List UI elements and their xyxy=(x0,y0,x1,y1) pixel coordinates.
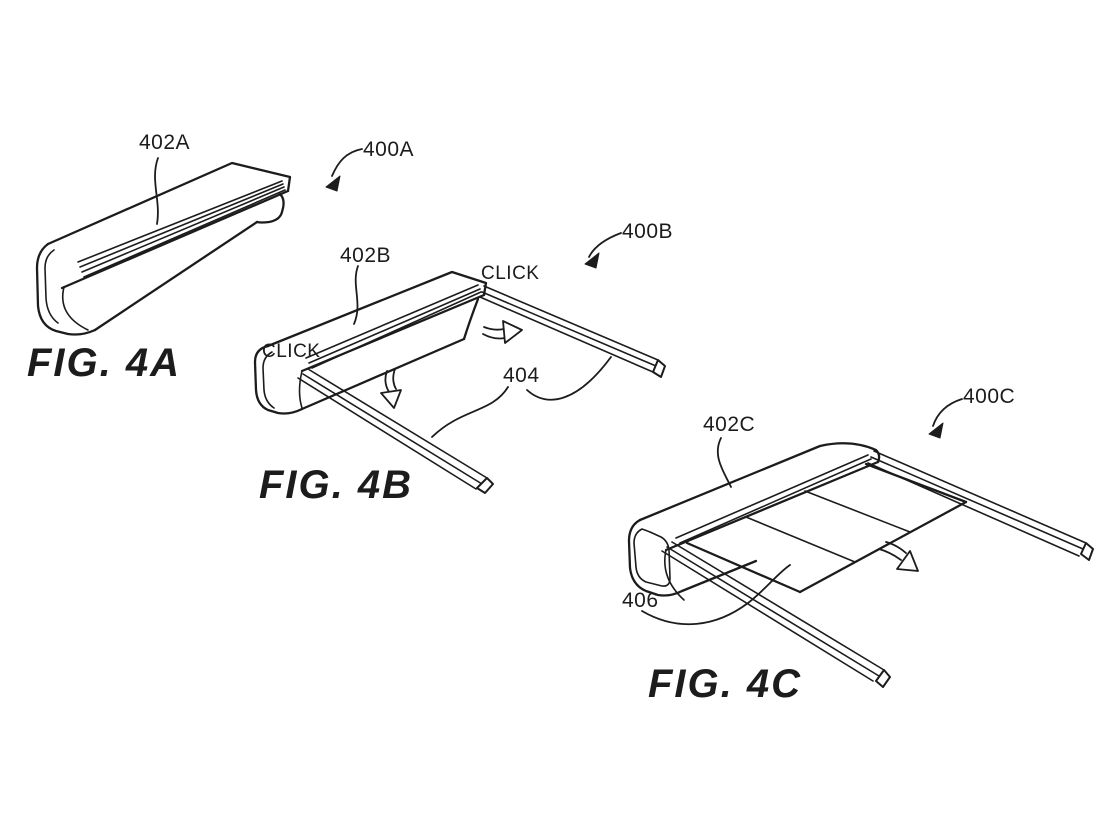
fig4c-ref-406: 406 xyxy=(622,589,659,612)
fig4c-slot-line xyxy=(679,458,872,544)
fig4c-ref-402c: 402C xyxy=(703,413,756,436)
fig4a-device-body xyxy=(35,161,292,336)
fig4b-leader-400b xyxy=(584,232,622,269)
fig4a-slot-line xyxy=(81,186,285,273)
fig4b-left-rail xyxy=(297,368,494,494)
fig4c-right-rail xyxy=(867,450,1094,561)
fig4b-arrow-down-icon xyxy=(380,368,402,409)
leader-arrowhead-icon xyxy=(325,175,341,192)
fig4c-slot-line xyxy=(675,454,869,539)
fig4b-caption: FIG. 4B xyxy=(259,463,414,507)
fig4c-leader-406 xyxy=(641,564,791,626)
fig4c-display-sheet xyxy=(685,462,968,594)
fig4c-leader-402c xyxy=(716,437,732,488)
fig4a-drawing xyxy=(35,148,363,336)
fig4a-slot-line xyxy=(79,183,284,268)
fig4b-click-label-right: CLICK xyxy=(481,263,540,284)
fig4a-leader-402a xyxy=(154,157,159,225)
fig4b-arrow-right-icon xyxy=(482,320,523,344)
fig4b-leader-404-right xyxy=(526,356,612,401)
fig4a-slot-line xyxy=(77,180,283,263)
fig4c-leader-400c xyxy=(928,398,963,439)
fig4a-ref-400a: 400A xyxy=(363,138,415,161)
fig4c-left-rail xyxy=(661,541,891,688)
fig4b-slot-line xyxy=(311,291,482,369)
fig4b-click-label-left: CLICK xyxy=(262,341,321,362)
fig4b-slot-line xyxy=(305,284,479,359)
fig4a-slot-line xyxy=(83,189,286,278)
leader-arrowhead-icon xyxy=(928,422,944,439)
fig4b-leader-404-left xyxy=(431,386,509,438)
fig4b-slot-line xyxy=(308,288,481,364)
fig4a-ref-402a: 402A xyxy=(139,131,191,154)
fig4c-drawing xyxy=(627,398,1094,688)
fig4c-unroll-arrow-icon xyxy=(878,541,919,572)
fig4c-caption: FIG. 4C xyxy=(648,662,803,706)
leader-arrowhead-icon xyxy=(584,252,600,269)
fig4c-device-body xyxy=(627,442,881,601)
fig4b-leader-402b xyxy=(353,265,359,325)
fig4c-ref-400c: 400C xyxy=(963,385,1016,408)
fig4b-right-rail xyxy=(479,285,666,378)
fig4b-device-body xyxy=(253,270,488,415)
fig4b-drawing xyxy=(253,232,666,494)
fig4a-caption: FIG. 4A xyxy=(27,341,182,385)
fig4a-leader-400a xyxy=(325,148,363,192)
fig4b-ref-402b: 402B xyxy=(340,244,392,267)
fig4b-ref-400b: 400B xyxy=(622,220,674,243)
fig4b-ref-404: 404 xyxy=(503,364,540,387)
